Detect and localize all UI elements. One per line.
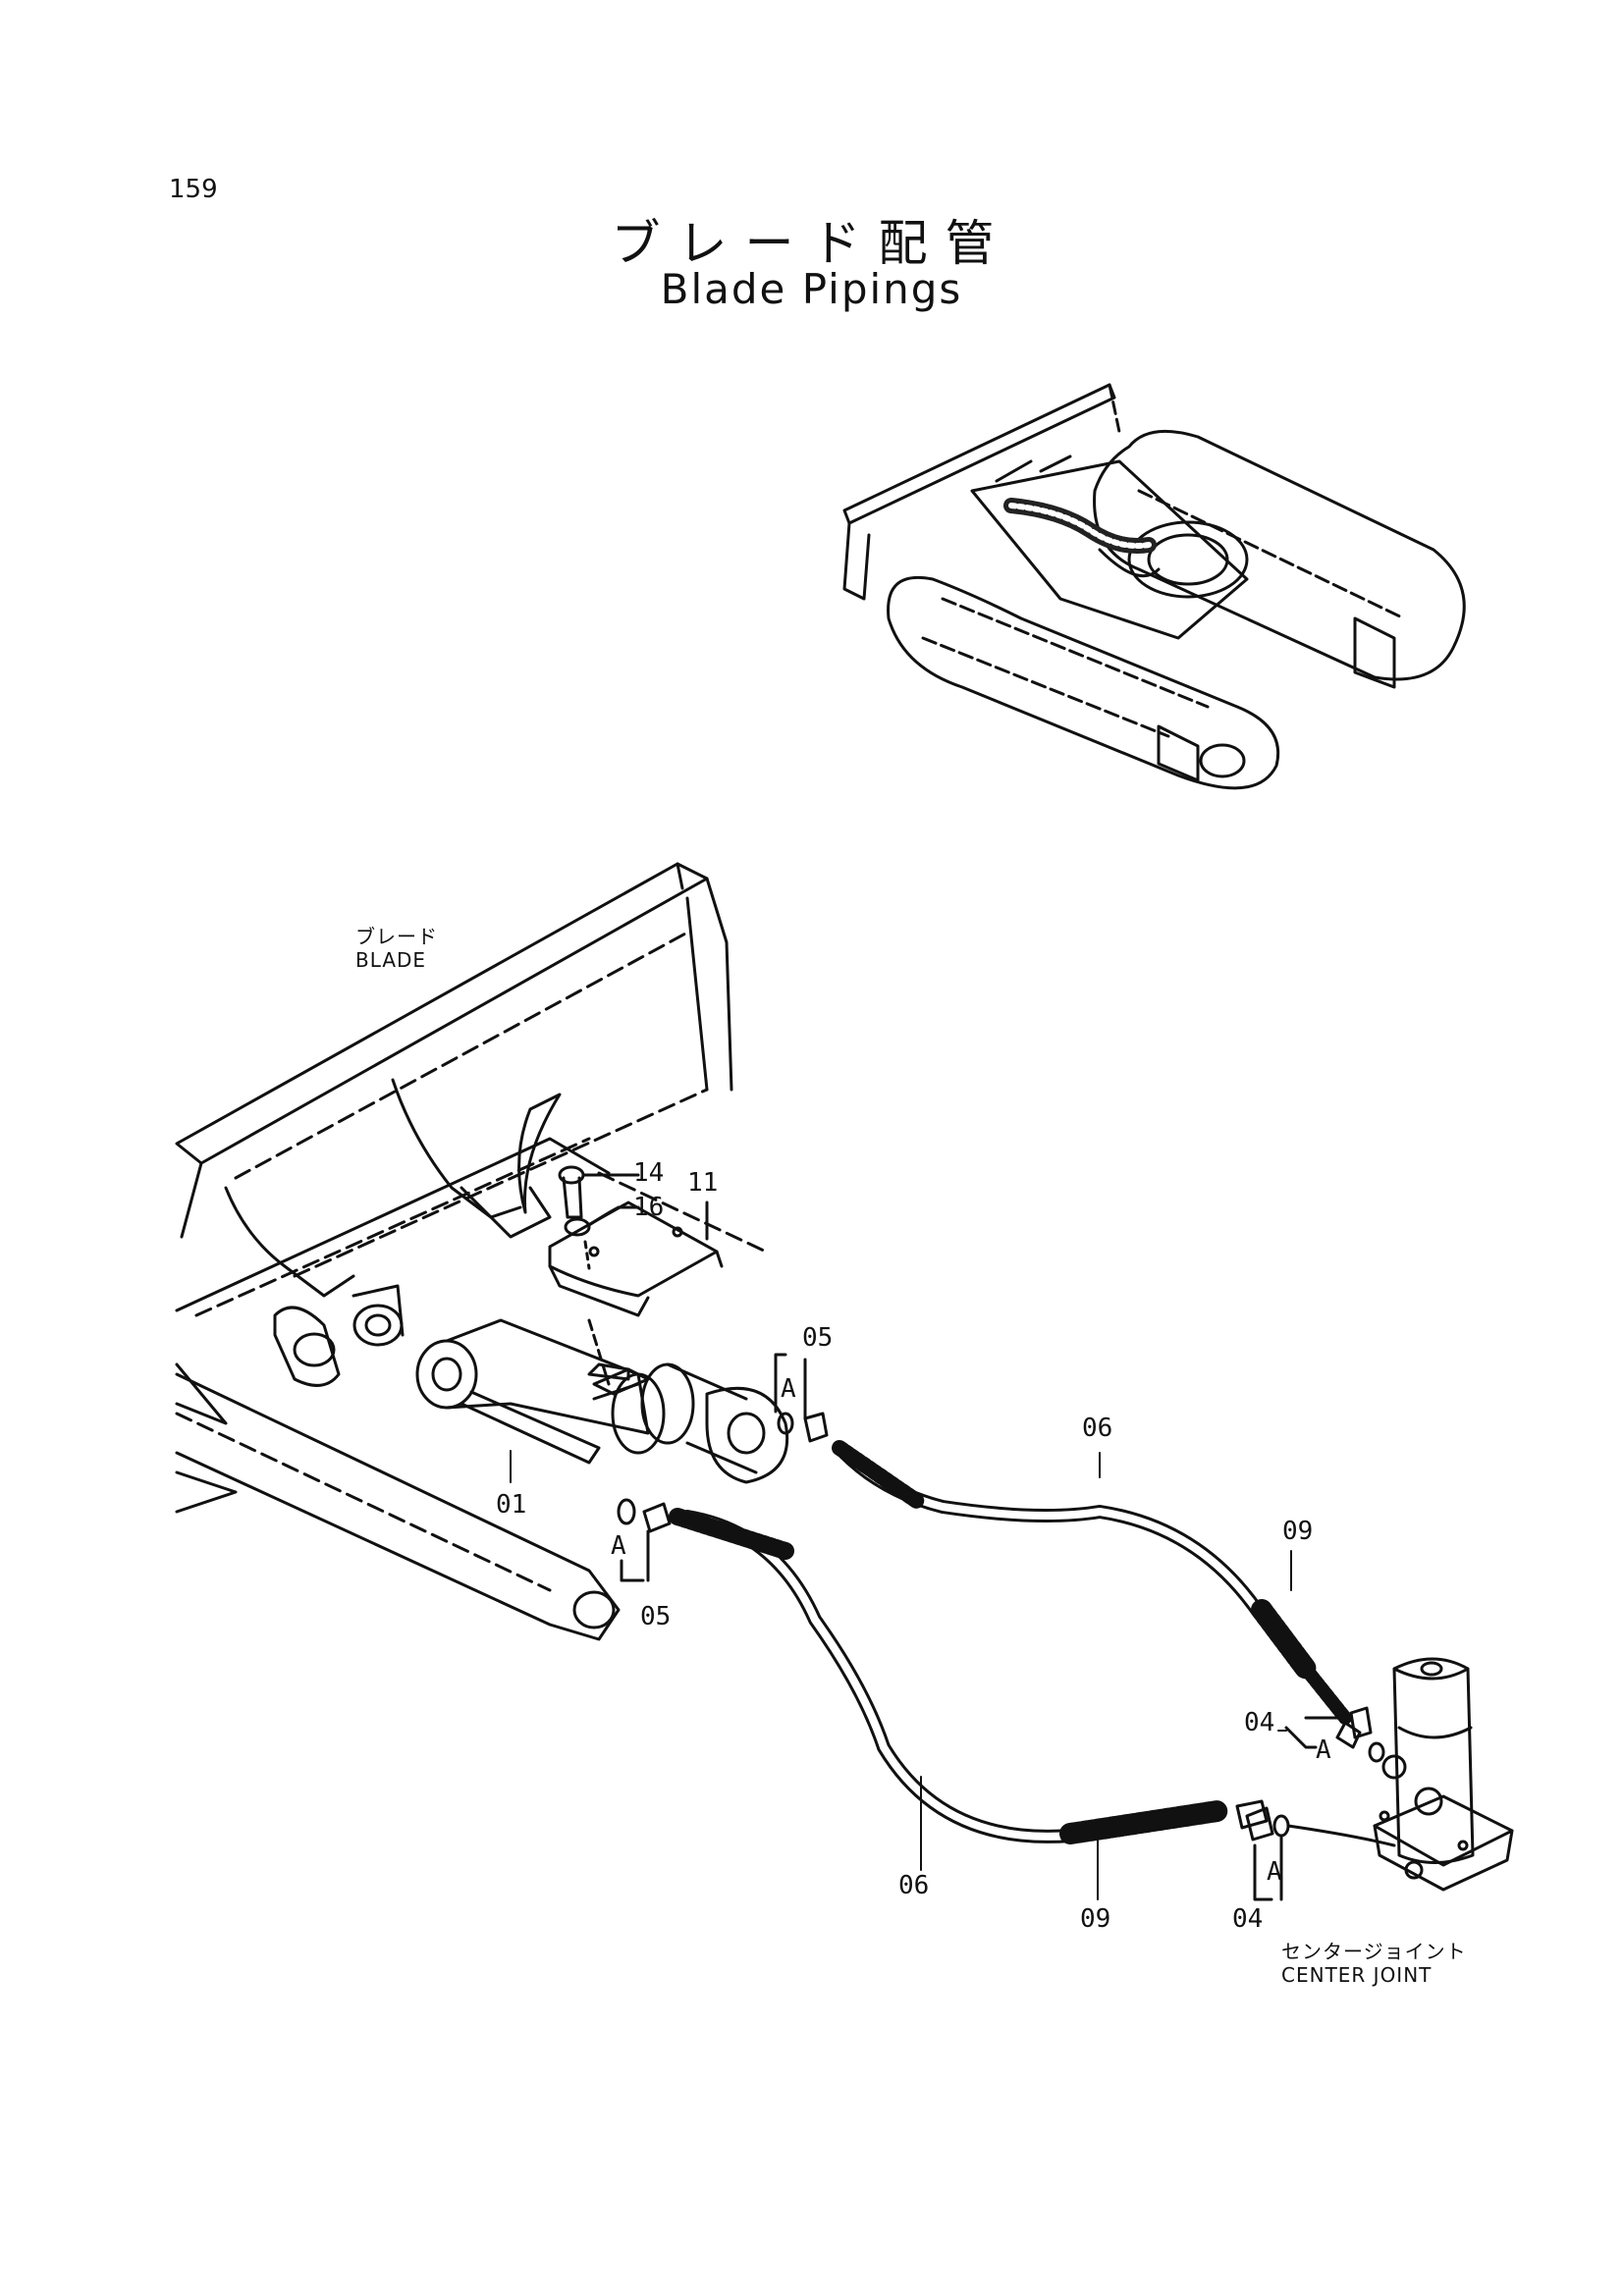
blade-assembly bbox=[175, 862, 768, 1641]
callout-01: 01 bbox=[496, 1490, 527, 1520]
page-title-english: Blade Pipings bbox=[660, 265, 963, 313]
page-number: 159 bbox=[169, 175, 218, 204]
callout-detail-a-4: A bbox=[1267, 1857, 1282, 1887]
center-joint-label-en: CENTER JOINT bbox=[1281, 1963, 1433, 1987]
fitting-05-lower bbox=[617, 1498, 672, 1582]
blade-label-en: BLADE bbox=[355, 948, 427, 972]
callout-09-lower: 09 bbox=[1080, 1904, 1111, 1934]
center-joint bbox=[1373, 1657, 1514, 1892]
callout-06-upper: 06 bbox=[1082, 1414, 1113, 1443]
callout-11: 11 bbox=[687, 1168, 719, 1198]
fitting-04-lower bbox=[1245, 1806, 1396, 1901]
callout-05-upper: 05 bbox=[802, 1323, 834, 1353]
hose-06-lower bbox=[669, 1508, 1269, 1844]
callout-detail-a-2: A bbox=[611, 1531, 626, 1561]
overview-machine bbox=[842, 383, 1466, 790]
fitting-05-upper bbox=[774, 1353, 829, 1443]
blade-label-jp: ブレード bbox=[355, 925, 438, 948]
callout-09-upper: 09 bbox=[1282, 1517, 1314, 1546]
callout-detail-a-3: A bbox=[1316, 1735, 1331, 1765]
callout-04-upper: 04 bbox=[1244, 1708, 1275, 1737]
fitting-04-upper bbox=[1284, 1706, 1385, 1763]
center-joint-label-jp: センタージョイント bbox=[1281, 1940, 1467, 1963]
callout-06-lower: 06 bbox=[898, 1871, 930, 1900]
callout-detail-a-1: A bbox=[781, 1374, 796, 1404]
callout-04-lower: 04 bbox=[1232, 1904, 1264, 1934]
callout-05-lower: 05 bbox=[640, 1602, 672, 1631]
callout-leaders bbox=[510, 1450, 1292, 1900]
callout-14: 14 bbox=[633, 1158, 665, 1188]
page-title-japanese: ブレード配管 bbox=[611, 215, 1012, 272]
cover-plate bbox=[548, 1201, 724, 1396]
blade-cylinder bbox=[415, 1318, 789, 1484]
callout-16: 16 bbox=[633, 1193, 665, 1222]
hose-06-upper bbox=[832, 1440, 1362, 1749]
